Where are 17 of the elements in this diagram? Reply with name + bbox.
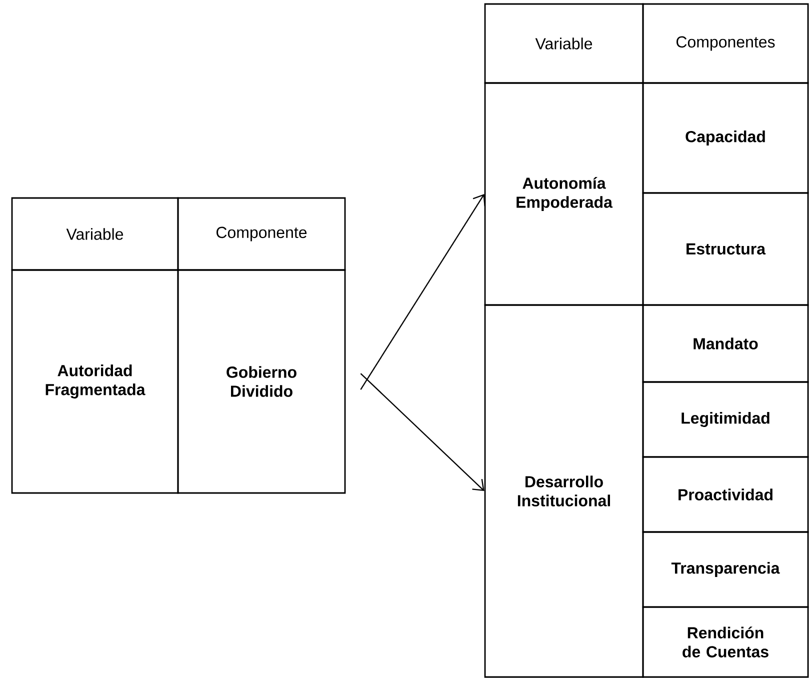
table-cell: Transparencia	[642, 531, 809, 608]
header-cell: Variable	[11, 197, 179, 271]
table-cell: Legitimidad	[642, 381, 809, 458]
table-cell: Rendición de Cuentas	[642, 606, 809, 678]
table-cell: Estructura	[642, 192, 809, 306]
table-cell: Capacidad	[642, 82, 809, 194]
table-cell: Mandato	[642, 304, 809, 383]
table-cell: Autoridad Fragmentada	[11, 269, 179, 494]
table-cell: Desarrollo Institucional	[484, 304, 644, 678]
table-cell: Proactividad	[642, 456, 809, 533]
table-cell: Autonomía Empoderada	[484, 82, 644, 306]
arrow	[360, 373, 484, 491]
header-cell: Componente	[177, 197, 346, 271]
arrow	[360, 194, 486, 390]
header-cell: Variable	[484, 3, 644, 84]
header-cell: Componentes	[642, 3, 809, 84]
table-cell: Gobierno Dividido	[177, 269, 346, 494]
